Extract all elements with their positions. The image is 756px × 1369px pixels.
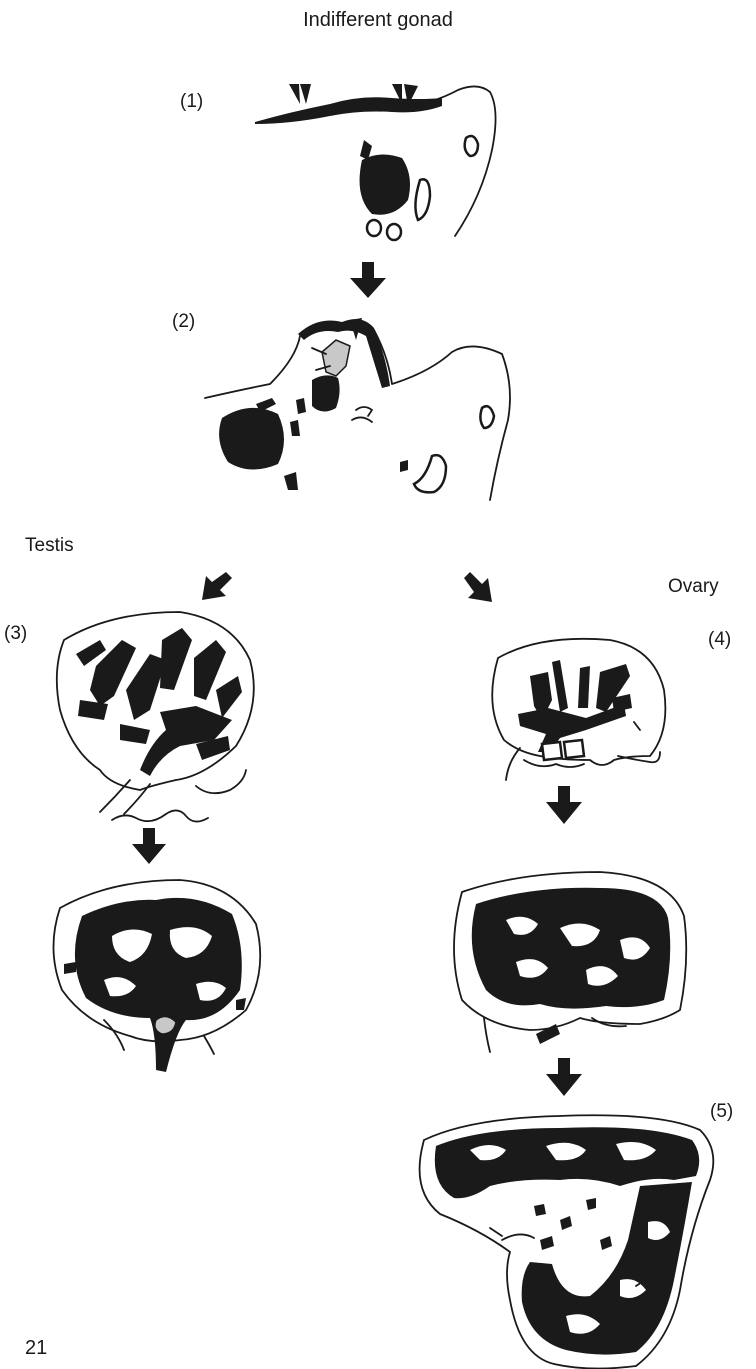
arrowhead-icon [289,84,300,104]
ovary-early-illustration [492,639,665,780]
arrow-down-icon [546,1058,582,1096]
ovary-late-illustration [420,1115,714,1368]
arrow-down-icon [546,786,582,824]
arrow-diagonal-left-icon [202,572,232,600]
arrow-down-icon [132,828,166,864]
testis-late-illustration [53,880,260,1072]
stage-2-illustration [205,318,510,500]
ovary-middle-illustration [454,872,686,1052]
arrowhead-icon [300,84,311,104]
stage-1-illustration [255,84,496,240]
arrow-diagonal-right-icon [464,572,492,602]
testis-early-illustration [57,612,254,822]
arrow-down-icon [350,262,386,298]
